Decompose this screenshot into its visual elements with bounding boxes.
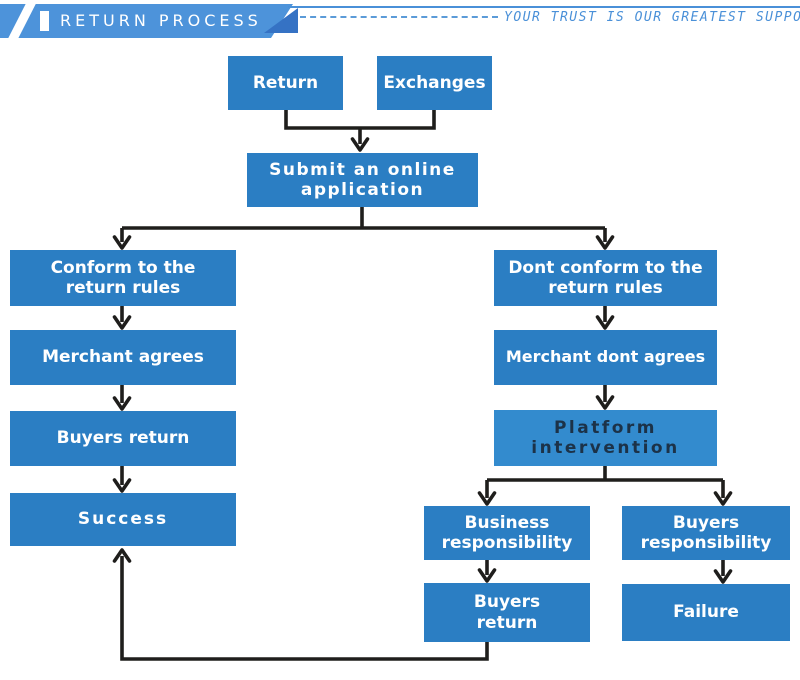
page-title: RETURN PROCESS: [60, 11, 262, 30]
node-label: Return: [252, 72, 319, 93]
node-platform-intervention: Platform intervention: [494, 410, 717, 466]
node-label: Conform to the return rules: [50, 257, 196, 298]
header: RETURN PROCESS YOUR TRUST IS OUR GREATES…: [0, 0, 800, 46]
node-business-responsibility: Business responsibility: [424, 506, 590, 560]
node-label: Merchant dont agrees: [505, 347, 706, 367]
node-label: Business responsibility: [441, 512, 573, 553]
node-merchant-dont-agrees: Merchant dont agrees: [494, 330, 717, 385]
node-label: Exchanges: [383, 72, 486, 93]
node-label: Buyers responsibility: [640, 512, 772, 553]
node-buyers-responsibility: Buyers responsibility: [622, 506, 790, 560]
title-bar-icon: [40, 11, 49, 31]
header-tagline: YOUR TRUST IS OUR GREATEST SUPPORT: [504, 10, 800, 25]
node-buyers-return-bottom: Buyers return: [424, 583, 590, 642]
node-merchant-agrees: Merchant agrees: [10, 330, 236, 385]
node-label: Dont conform to the return rules: [508, 257, 703, 298]
node-label: Merchant agrees: [42, 347, 204, 368]
node-buyers-return-left: Buyers return: [10, 411, 236, 466]
header-dashed-line: [300, 16, 498, 18]
header-top-line: [288, 6, 800, 8]
node-label: Success: [77, 509, 169, 530]
node-label: Buyers return: [473, 592, 541, 633]
node-success: Success: [10, 493, 236, 546]
node-label: Buyers return: [56, 428, 190, 449]
node-label: Platform intervention: [531, 417, 680, 458]
node-failure: Failure: [622, 584, 790, 641]
node-exchanges: Exchanges: [377, 56, 492, 110]
node-return: Return: [228, 56, 343, 110]
node-dont-conform-rules: Dont conform to the return rules: [494, 250, 717, 306]
node-submit-application: Submit an online application: [247, 153, 478, 207]
node-label: Submit an online application: [269, 159, 456, 200]
node-conform-rules: Conform to the return rules: [10, 250, 236, 306]
node-label: Failure: [673, 602, 739, 623]
